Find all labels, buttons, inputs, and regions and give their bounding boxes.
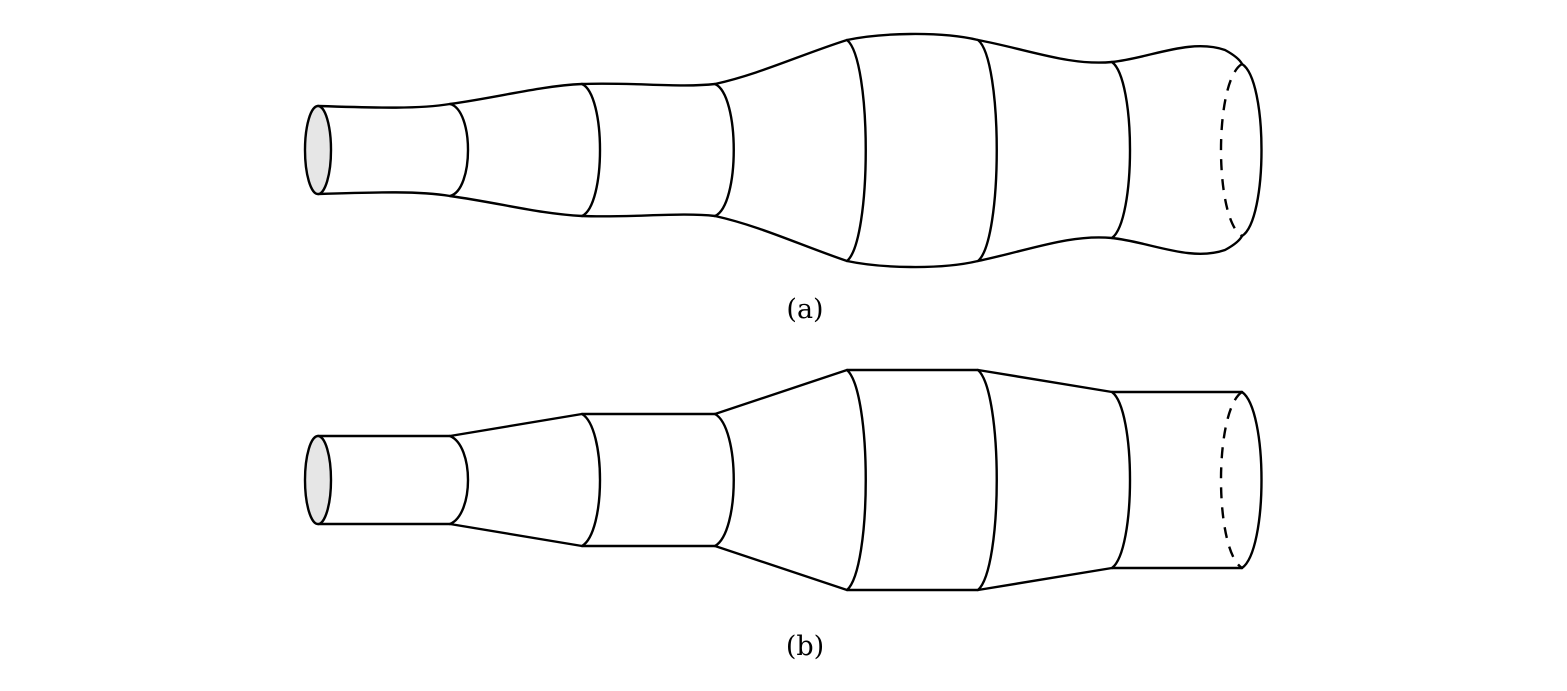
tube-b-right-end-back (1219, 390, 1243, 570)
tube-a-ring-1 (448, 102, 470, 198)
panel-b: (b) (303, 368, 1263, 662)
tube-b-outline-bottom (316, 522, 1244, 592)
tube-b-right-end-front (1240, 390, 1263, 570)
tube-b-ring-1 (448, 434, 470, 526)
tube-a-ring-3 (713, 82, 735, 218)
tube-a-right-end-back (1219, 62, 1243, 238)
tube-a-ring-4 (845, 38, 867, 263)
panel-b-caption: (b) (786, 631, 824, 662)
tube-b-ring-5 (976, 368, 998, 592)
tube-a-outline-top (316, 32, 1244, 109)
tube-a-right-end-front (1240, 62, 1263, 238)
panel-a-caption: (a) (786, 294, 823, 325)
tube-a-ring-6 (1110, 60, 1132, 240)
tube-b-ring-2 (580, 412, 602, 548)
tube-b-ring-3 (713, 412, 735, 548)
tube-b-ring-6 (1110, 390, 1132, 570)
tube-b-outline-top (316, 368, 1244, 438)
tube-a-outline-bottom (316, 191, 1244, 269)
tube-b-left-endcap (303, 434, 333, 526)
tube-a-ring-2 (580, 82, 602, 218)
panel-a: (a) (303, 32, 1263, 325)
tube-b-ring-4 (845, 368, 867, 592)
tube-a-left-endcap (303, 104, 333, 196)
tube-a-ring-5 (976, 38, 998, 263)
